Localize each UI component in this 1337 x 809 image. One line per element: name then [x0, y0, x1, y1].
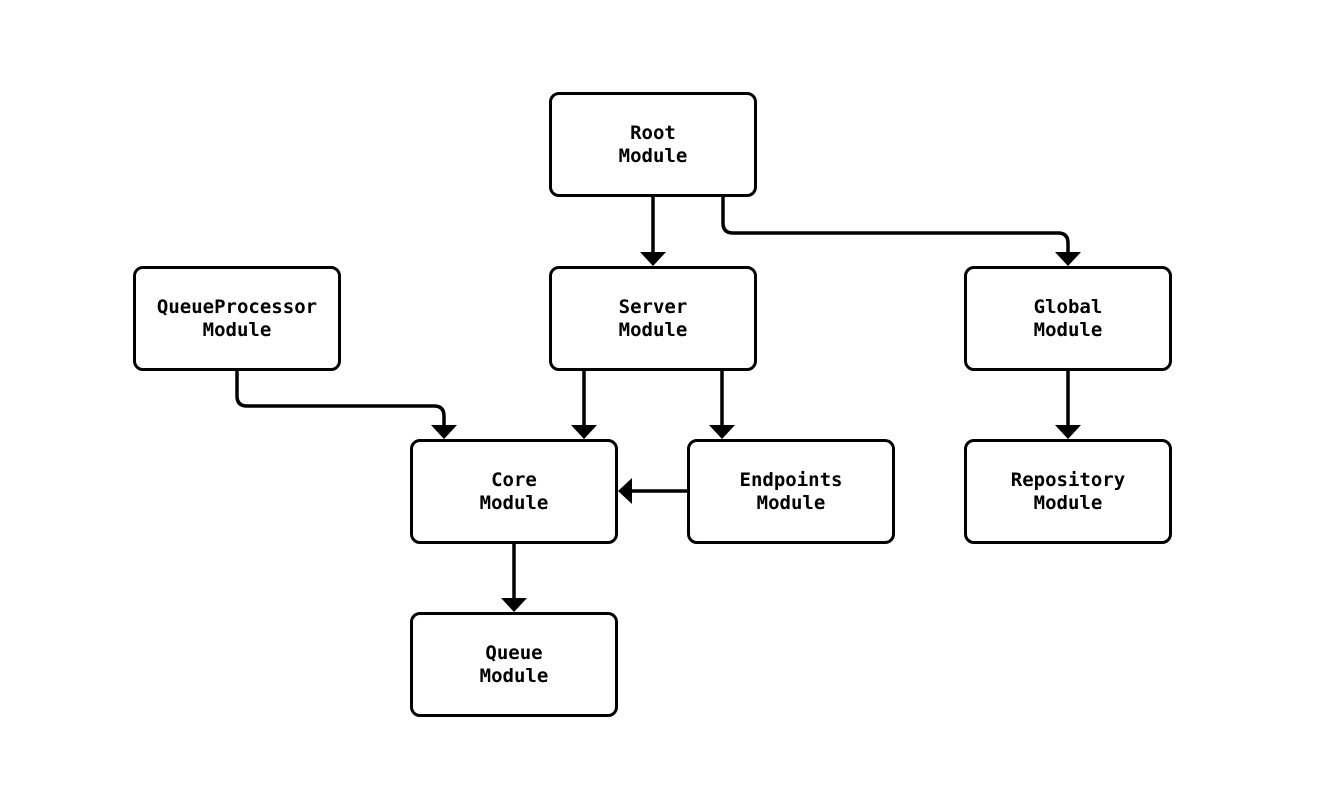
arrowhead-global-to-repository — [1055, 425, 1081, 439]
node-label-line: Module — [618, 318, 688, 341]
node-label-line: Module — [756, 491, 826, 514]
edge-root-to-global — [721, 197, 1070, 252]
node-label-line: Endpoints — [739, 468, 843, 491]
node-label-line: Repository — [1010, 468, 1126, 491]
arrowhead-queueprocessor-to-core — [431, 425, 457, 439]
node-label-line: Module — [479, 664, 549, 687]
node-label-line: QueueProcessor — [156, 295, 318, 318]
arrowhead-core-to-queue — [501, 598, 527, 612]
arrowhead-root-to-server — [640, 252, 666, 266]
node-label-line: Module — [202, 318, 272, 341]
node-label-line: Core — [491, 468, 537, 491]
arrowhead-root-to-global — [1055, 252, 1081, 266]
arrowhead-server-to-core — [571, 425, 597, 439]
node-label-line: Queue — [485, 641, 543, 664]
edge-queueprocessor-to-core — [235, 371, 446, 425]
node-label-line: Module — [618, 144, 688, 167]
node-label-line: Root — [630, 121, 676, 144]
node-label-line: Module — [1033, 491, 1103, 514]
node-label-line: Server — [618, 295, 688, 318]
arrowhead-server-to-endpoints — [709, 425, 735, 439]
node-label-line: Global — [1033, 295, 1103, 318]
node-label-line: Module — [1033, 318, 1103, 341]
arrowhead-endpoints-to-core — [618, 478, 632, 504]
node-label-line: Module — [479, 491, 549, 514]
